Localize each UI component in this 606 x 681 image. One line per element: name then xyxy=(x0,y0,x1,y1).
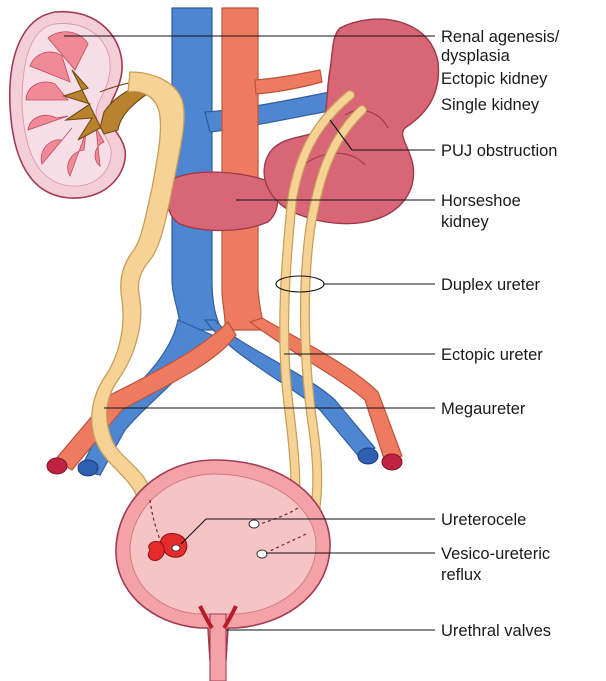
label-vesico-ureteric: Vesico-ureteric xyxy=(441,545,550,563)
label-horseshoe: Horseshoe xyxy=(441,192,521,210)
label-horseshoe-kidney: kidney xyxy=(441,213,489,231)
label-urethral-valves: Urethral valves xyxy=(441,622,551,640)
label-ectopic-ureter: Ectopic ureter xyxy=(441,346,543,364)
label-ureterocele: Ureterocele xyxy=(441,511,526,529)
label-duplex-ureter: Duplex ureter xyxy=(441,276,541,294)
label-renal-agenesis: Renal agenesis/ xyxy=(441,28,560,46)
labels: Renal agenesis/ dysplasia Ectopic kidney… xyxy=(441,28,560,640)
sectioned-kidney xyxy=(10,12,150,198)
label-reflux: reflux xyxy=(441,566,482,584)
label-puj-obstruction: PUJ obstruction xyxy=(441,142,557,160)
bladder xyxy=(116,460,330,681)
label-ectopic-kidney: Ectopic kidney xyxy=(441,70,548,88)
label-single-kidney: Single kidney xyxy=(441,96,540,114)
horseshoe-isthmus xyxy=(167,172,277,230)
label-megaureter: Megaureter xyxy=(441,400,526,418)
label-dysplasia: dysplasia xyxy=(441,47,511,65)
